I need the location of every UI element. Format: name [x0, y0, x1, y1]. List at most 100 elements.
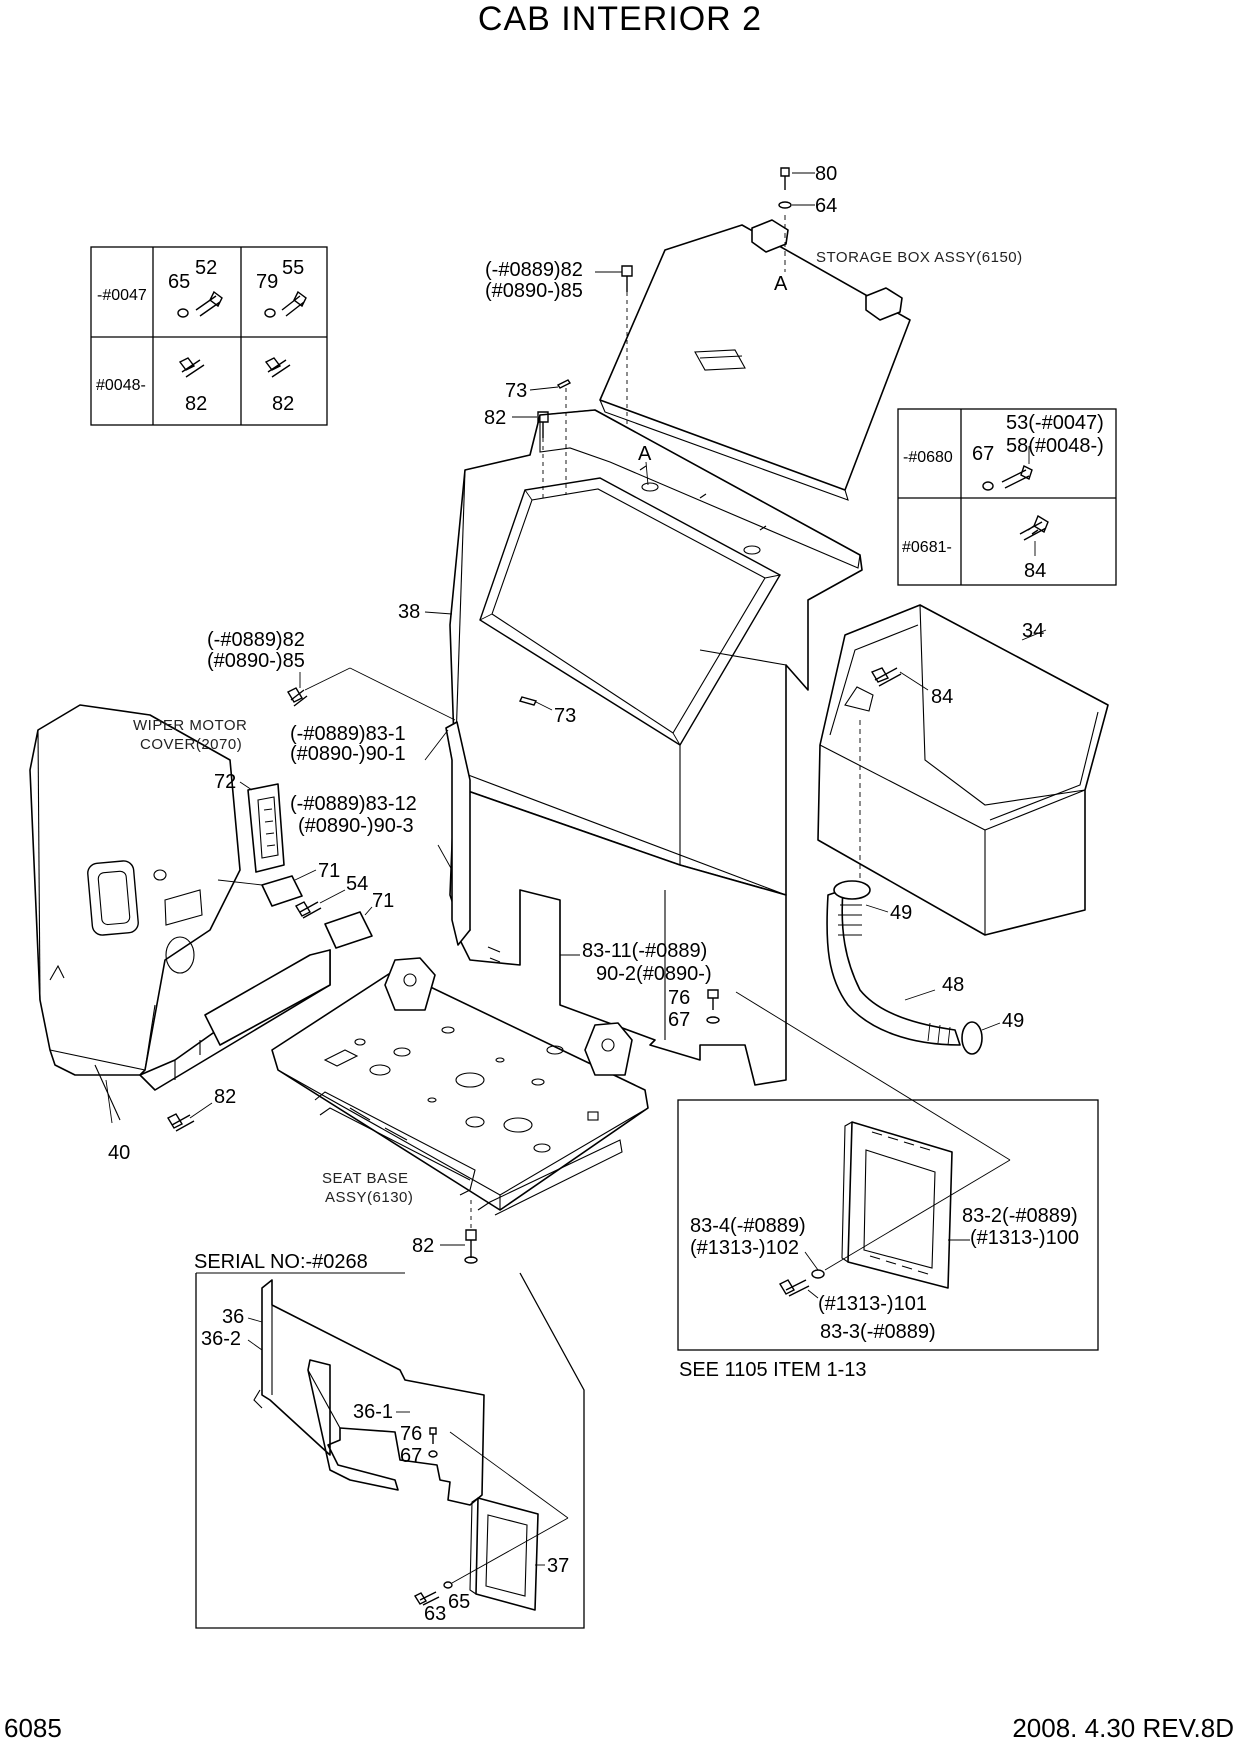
storage-box: 34 84 — [817, 604, 1109, 936]
plug-71-b — [324, 911, 373, 949]
bolt-82-a — [178, 357, 205, 378]
bolt-82-b — [264, 357, 291, 378]
seat-base: SEAT BASE ASSY(6130) 82 — [271, 957, 649, 1264]
label-90-2: 90-2(#0890-) — [596, 963, 712, 985]
label-A-top: A — [774, 273, 788, 295]
label-71-b: 71 — [372, 890, 394, 912]
table-right-row2-serial: #0681- — [902, 539, 952, 556]
label-64: 64 — [815, 195, 837, 217]
label-76-a: 76 — [668, 987, 690, 1009]
label-82-85a-line1: (-#0889)82 — [485, 259, 583, 281]
label-34: 34 — [1022, 620, 1044, 642]
bolt-84 — [870, 667, 902, 687]
callout-82-85-mid: (-#0889)82 (#0890-)85 — [207, 629, 456, 721]
bolt-53-58 — [1001, 465, 1033, 489]
label-82-table: 82 — [185, 393, 207, 415]
screw-76-b — [429, 1427, 437, 1444]
label-53: 53(-#0047) — [1006, 412, 1104, 434]
label-84-table: 84 — [1024, 560, 1046, 582]
bolt-84-table — [1019, 514, 1049, 541]
label-83-11: 83-11(-#0889) — [582, 940, 707, 962]
label-82-table-2: 82 — [272, 393, 294, 415]
screw-82-85-mid — [287, 687, 308, 707]
label-102: (#1313-)102 — [690, 1237, 799, 1259]
footer-page-number: 6085 — [4, 1713, 62, 1743]
label-63: 63 — [424, 1603, 446, 1625]
label-wiper-motor-line2: COVER(2070) — [140, 736, 242, 753]
label-73-b: 73 — [554, 705, 576, 727]
hinge-b — [865, 287, 903, 321]
callout-82-85-top: (-#0889)82 (#0890-)85 — [485, 259, 633, 430]
label-83-4: 83-4(-#0889) — [690, 1215, 806, 1237]
washer-83-4 — [811, 1269, 825, 1279]
switch-72 — [247, 783, 285, 873]
label-54: 54 — [346, 873, 368, 895]
label-100: (#1313-)100 — [970, 1227, 1079, 1249]
label-36-2: 36-2 — [201, 1328, 241, 1350]
screw-80 — [780, 167, 790, 190]
drain-hose: 49 48 49 — [826, 880, 1024, 1055]
label-52: 52 — [195, 257, 217, 279]
label-82-c: 82 — [214, 1086, 236, 1108]
hinge-a — [751, 219, 789, 253]
label-101: (#1313-)101 — [818, 1293, 927, 1315]
washer-65 — [443, 1581, 453, 1589]
clip-73-b — [518, 696, 538, 706]
label-38: 38 — [398, 601, 420, 623]
screw-82-b — [465, 1229, 477, 1258]
label-49-a: 49 — [890, 902, 912, 924]
clamp-49-a — [833, 880, 871, 900]
label-80: 80 — [815, 163, 837, 185]
label-serial-no: SERIAL NO:-#0268 — [194, 1251, 368, 1273]
label-83-1: (-#0889)83-1 — [290, 723, 406, 745]
switch-plugs: 72 71 54 71 — [214, 771, 394, 949]
page-title: CAB INTERIOR 2 — [477, 0, 763, 38]
washer-67-table — [982, 481, 994, 491]
label-see-ref: SEE 1105 ITEM 1-13 — [679, 1359, 867, 1381]
bolt-55 — [281, 290, 307, 317]
table-left-row2-serial: #0048- — [96, 377, 146, 394]
washer-67-b — [428, 1450, 438, 1458]
serial-detail: SERIAL NO:-#0268 36 36-2 36-1 76 67 37 6… — [194, 1251, 585, 1629]
label-65: 65 — [448, 1591, 470, 1613]
label-55: 55 — [282, 257, 304, 279]
label-73-a: 73 — [505, 380, 527, 402]
clip-73-a — [556, 379, 572, 389]
label-58: 58(#0048-) — [1006, 435, 1104, 457]
screw-83-3 — [779, 1279, 810, 1297]
label-84: 84 — [931, 686, 953, 708]
label-67-b: 67 — [400, 1445, 422, 1467]
washer-79 — [264, 308, 276, 318]
bolt-52 — [195, 290, 223, 317]
label-82-85b-line1: (-#0889)82 — [207, 629, 305, 651]
label-65: 65 — [168, 271, 190, 293]
label-90-1: (#0890-)90-1 — [290, 743, 406, 765]
label-79: 79 — [256, 271, 278, 293]
washer-64 — [778, 201, 792, 209]
label-82-b: 82 — [412, 1235, 434, 1257]
detail-box-cover-plate: 83-2(-#0889) (#1313-)100 83-4(-#0889) (#… — [677, 1099, 1099, 1381]
footer-revision: 2008. 4.30 REV.8D — [1012, 1713, 1234, 1743]
label-71-a: 71 — [318, 860, 340, 882]
screw-54 — [295, 901, 322, 919]
label-wiper-motor-line1: WIPER MOTOR — [133, 717, 247, 734]
label-40: 40 — [108, 1142, 130, 1164]
lower-rear-panel: 83-11(-#0889) 90-2(#0890-) 76 67 — [449, 769, 1011, 1161]
label-90-3: (#0890-)90-3 — [298, 815, 414, 837]
label-36: 36 — [222, 1306, 244, 1328]
storage-box-lid: 80 64 STORAGE BOX ASSY(6150) A — [599, 163, 1022, 501]
table-left-row1-serial: -#0047 — [97, 287, 147, 304]
label-A-mid: A — [638, 443, 652, 465]
washer-67-a — [706, 1016, 720, 1024]
screw-63 — [413, 1591, 440, 1606]
bolt-82-c — [167, 1113, 195, 1132]
label-49-b: 49 — [1002, 1010, 1024, 1032]
label-83-3: 83-3(-#0889) — [820, 1321, 936, 1343]
label-37: 37 — [547, 1555, 569, 1577]
label-36-1: 36-1 — [353, 1401, 393, 1423]
wiper-motor-cover: 40 WIPER MOTOR COVER(2070) 82 — [29, 704, 331, 1164]
hardware-table-left: -#0047 #0048- 65 52 79 55 82 82 — [90, 246, 328, 426]
label-seat-base-line2: ASSY(6130) — [325, 1189, 413, 1206]
screw-76-a — [707, 989, 719, 1010]
